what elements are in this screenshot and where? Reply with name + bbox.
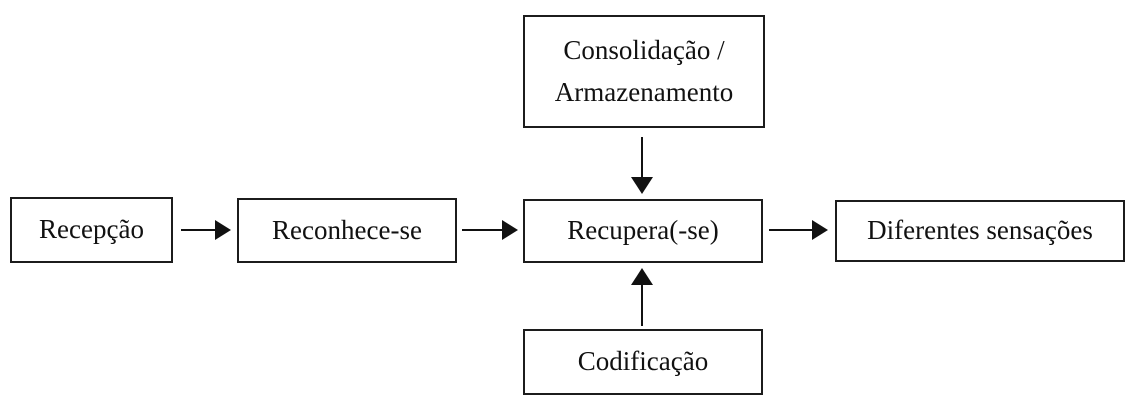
node-label: Recupera(-se) (567, 215, 719, 246)
node-label-line1: Consolidação / (563, 34, 725, 65)
node-recupera-se: Recupera(-se) (523, 199, 763, 263)
node-label: Recepção (39, 214, 144, 245)
arrowhead-right-icon (812, 220, 828, 240)
node-label: Reconhece-se (272, 214, 422, 245)
arrowhead-up-icon (631, 268, 653, 285)
arrow-shaft (641, 137, 643, 177)
node-label: Diferentes sensações (867, 215, 1093, 246)
arrow-up-icon (631, 268, 653, 326)
arrow-shaft (181, 229, 215, 231)
arrow-shaft (462, 229, 502, 231)
node-codificacao: Codificação (523, 329, 763, 395)
arrow-right-icon (181, 220, 231, 240)
node-reconhece-se: Reconhece-se (237, 198, 457, 263)
node-label-line2: Armazenamento (554, 76, 734, 107)
arrow-shaft (641, 285, 643, 326)
arrowhead-down-icon (631, 177, 653, 194)
arrowhead-right-icon (215, 220, 231, 240)
arrowhead-right-icon (502, 220, 518, 240)
arrow-down-icon (631, 137, 653, 194)
node-label: Codificação (577, 346, 709, 377)
node-diferentes-sensacoes: Diferentes sensações (835, 200, 1125, 262)
arrow-right-icon (769, 220, 828, 240)
arrow-shaft (769, 229, 812, 231)
node-recepcao: Recepção (10, 197, 173, 263)
node-consolidacao-armazenamento: Consolidação / Armazenamento (523, 15, 765, 128)
arrow-right-icon (462, 220, 518, 240)
